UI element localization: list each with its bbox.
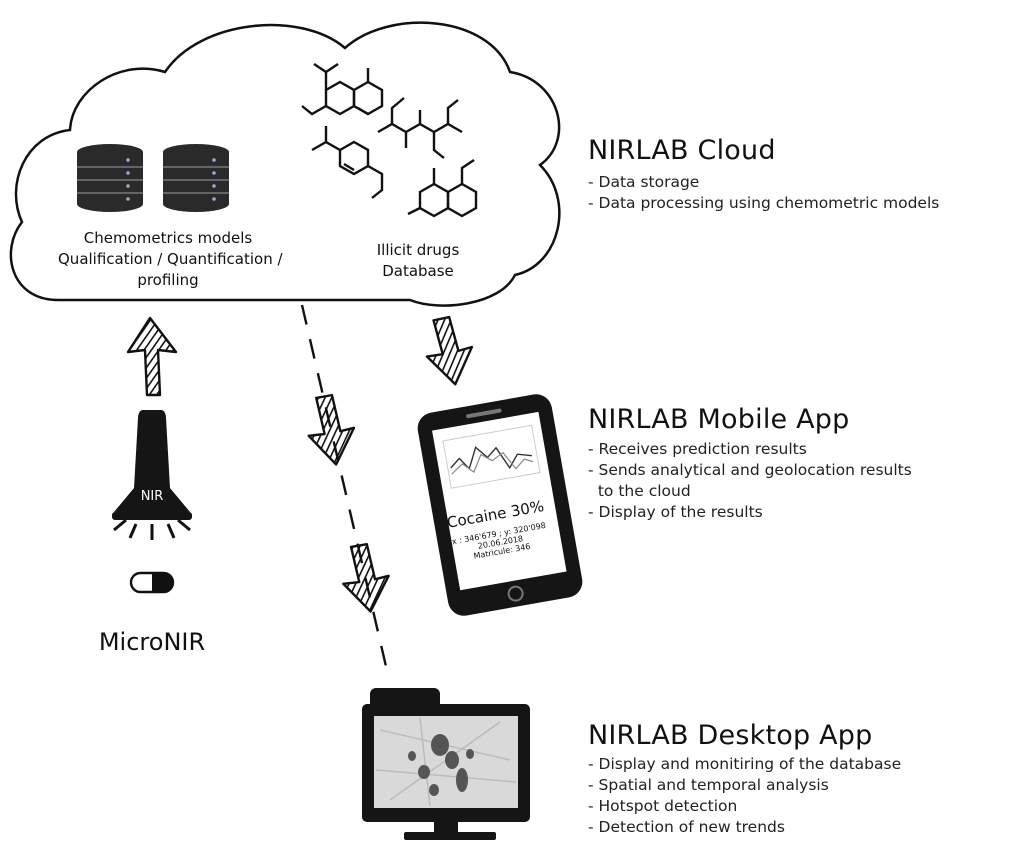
molecule-icon [407, 159, 478, 218]
micronir-label: MicroNIR [98, 628, 206, 656]
section-title: NIRLAB Mobile App [588, 404, 850, 435]
section-item: - Data processing using chemometric mode… [588, 194, 940, 212]
dashed-connector [300, 304, 390, 676]
micronir-device-icon [112, 410, 192, 540]
illicit-drugs-label: Illicit drugs Database [376, 241, 460, 280]
section-item: to the cloud [588, 482, 691, 500]
server-stack-icon [163, 144, 229, 212]
section-item: - Sends analytical and geolocation resul… [588, 461, 912, 479]
arrow-down-icon [425, 315, 474, 386]
section-item: - Detection of new trends [588, 818, 785, 836]
section-item: - Spatial and temporal analysis [588, 776, 829, 794]
pill-capsule-icon [129, 571, 175, 594]
desktop-monitor-icon [362, 688, 530, 840]
section-title: NIRLAB Desktop App [588, 720, 873, 751]
section-item: - Display and monitiring of the database [588, 755, 902, 773]
arrow-down-icon [307, 393, 356, 466]
molecule-icon [311, 126, 384, 199]
chemometrics-label: Chemometrics models Qualification / Quan… [58, 229, 283, 289]
device-label: NIR [140, 489, 164, 504]
mobile-phone-icon [417, 394, 583, 616]
section-item: - Data storage [588, 173, 700, 191]
mobile-section: NIRLAB Mobile App - Receives prediction … [588, 404, 912, 523]
section-item: - Receives prediction results [588, 440, 807, 458]
section-item: - Display of the results [588, 503, 763, 521]
molecule-icon [301, 63, 384, 116]
cloud-section: NIRLAB Cloud - Data storage - Data proce… [588, 135, 939, 214]
arrow-up-icon [126, 316, 178, 397]
section-item: - Hotspot detection [588, 797, 738, 815]
molecule-icon [377, 97, 463, 159]
cloud-shape [9, 21, 561, 307]
desktop-section: NIRLAB Desktop App - Display and monitir… [588, 720, 901, 838]
server-stack-icon [77, 144, 143, 212]
section-title: NIRLAB Cloud [588, 135, 776, 166]
